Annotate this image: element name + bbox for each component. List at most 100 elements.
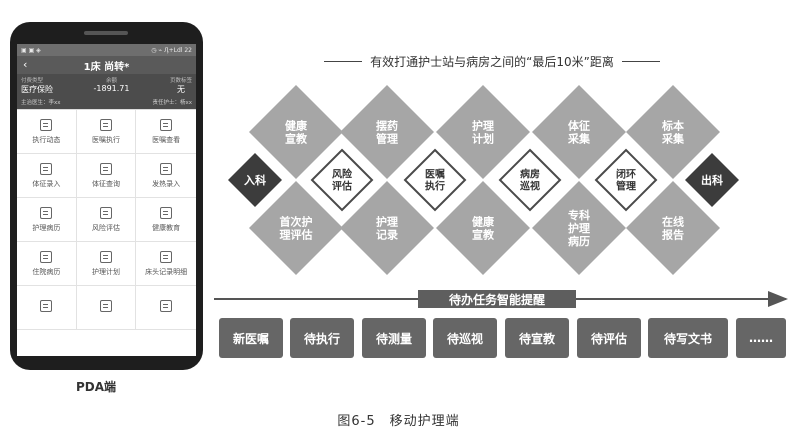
responsible-nurse: 责任护士：杨xx [152,100,192,106]
pda-caption: PDA端 [76,380,117,394]
grid-item-label: 执行动态 [32,135,61,144]
mid-diamond-label: 闭环管理 [616,168,636,193]
grid-item-label: 风险评估 [91,223,120,232]
mid-diamond-label: 病房巡视 [520,168,540,193]
bottom-diamond [340,181,434,275]
bottom-diamond-label: 首次护理评估 [280,214,313,241]
status-right-icons: ◷ ⌁ Ӆ+Ldl 22 [151,46,192,54]
bottom-diamond-label: 健康宣教 [472,214,495,241]
grid-item[interactable] [17,286,77,330]
grid-item[interactable]: 护理病历 [17,198,77,242]
top-diamond [436,85,530,179]
function-icon [160,118,173,131]
grid-item[interactable]: 体征录入 [17,154,77,198]
diagram-heading: 有效打通护士站与病房之间的“最后10米”距离 [282,52,702,70]
todo-banner: 待办任务智能提醒 [418,290,576,308]
top-diamond [626,85,720,179]
function-icon [99,250,112,263]
info-balance: 余额 -1891.71 [93,78,130,93]
bottom-diamond-label: 在线报告 [662,214,684,241]
grid-item-label: 健康教育 [152,223,181,232]
bottom-diamond-label: 专科护理病历 [568,208,590,248]
function-icon [40,206,53,219]
function-icon [40,250,53,263]
info-pay-type: 付费类型 医疗保险 [21,78,53,94]
grid-item[interactable]: 床头记录明细 [136,242,196,286]
back-icon[interactable]: ‹ [23,58,28,71]
entry-label: 入科 [244,173,266,187]
mid-diamond [594,148,658,212]
attending-doctor: 主治医生：李xx [21,100,61,106]
top-diamond-label: 体征采集 [567,118,591,145]
grid-item[interactable]: 住院病历 [17,242,77,286]
heading-rule-right [621,60,660,62]
function-icon [99,162,112,175]
patient-info-panel: 付费类型 医疗保险 余额 -1891.71 页数标签 无 主治医生：李xx 责任… [17,74,196,109]
info-tag: 页数标签 无 [169,78,192,94]
function-icon [160,206,173,219]
mid-diamond [310,148,374,212]
function-grid: 执行动态 医嘱执行 医嘱查看体征录入 体征查询 发热录入护理病历 风险评估 健康教育住院病历… [17,109,196,330]
grid-item-label: 体征录入 [32,179,61,188]
status-left-icons: ▣ ▣ ◈ [21,46,41,54]
grid-item[interactable]: 风险评估 [76,198,137,242]
function-icon [160,162,173,175]
entry-diamond [228,153,282,207]
function-icon [99,206,112,219]
exit-diamond [685,153,739,207]
mid-diamond-label: 风险评估 [332,168,353,193]
grid-item[interactable]: 发热录入 [136,154,196,198]
function-icon [99,299,112,312]
task-tag: 待测量 [362,318,426,358]
grid-item-label: 体征查询 [91,179,120,188]
bottom-diamond [436,181,530,275]
grid-item[interactable]: 医嘱执行 [76,110,137,154]
function-icon [40,118,53,131]
task-tag: 待巡视 [433,318,497,358]
task-tag: 待宣教 [505,318,569,358]
bottom-diamond-label: 护理记录 [376,214,398,241]
top-diamond-label: 护理计划 [472,118,494,145]
task-tag: 新医嘱 [219,318,283,358]
top-diamond [340,85,434,179]
task-tag: 待写文书 [648,318,728,358]
function-icon [160,250,173,263]
bottom-diamond [626,181,720,275]
grid-item[interactable]: 健康教育 [136,198,196,242]
pda-phone: ▣ ▣ ◈ ◷ ⌁ Ӆ+Ldl 22 ‹ 1床 尚转* 付费类型 医疗保险 余额… [10,22,203,370]
grid-item-label: 护理计划 [91,267,120,276]
grid-item-label: 护理病历 [32,223,61,232]
mid-diamond-label: 医嘱执行 [425,169,445,193]
phone-screen: ▣ ▣ ◈ ◷ ⌁ Ӆ+Ldl 22 ‹ 1床 尚转* 付费类型 医疗保险 余额… [17,44,196,356]
function-icon [99,118,112,131]
grid-item[interactable]: 医嘱查看 [136,110,196,154]
bottom-diamond [532,181,626,275]
grid-item[interactable] [76,286,137,330]
grid-item[interactable]: 执行动态 [17,110,77,154]
grid-item-label: 医嘱查看 [152,135,181,144]
top-diamond [249,85,343,179]
grid-item[interactable]: 护理计划 [76,242,137,286]
grid-item-label: 医嘱执行 [91,135,120,144]
task-tag: 待执行 [290,318,354,358]
bottom-diamond [249,181,343,275]
function-icon [160,299,173,312]
grid-item-label: 发热录入 [152,179,181,188]
patient-title: 1床 尚转* [83,61,130,73]
mid-diamond [403,148,467,212]
status-bar: ▣ ▣ ◈ ◷ ⌁ Ӆ+Ldl 22 [17,44,196,56]
phone-speaker [84,31,128,35]
grid-item-label: 床头记录明细 [145,267,188,276]
top-diamond-label: 健康宣教 [285,118,308,145]
mid-diamond [498,148,562,212]
grid-item-label: 住院病历 [32,267,61,276]
top-diamond-label: 标本采集 [661,118,685,145]
grid-item[interactable]: 体征查询 [76,154,137,198]
task-tag: …… [736,318,786,358]
phone-title-bar: ‹ 1床 尚转* [17,56,196,74]
heading-rule-left [324,60,363,62]
grid-item[interactable] [136,286,196,330]
function-icon [40,299,53,312]
exit-label: 出科 [701,173,723,187]
